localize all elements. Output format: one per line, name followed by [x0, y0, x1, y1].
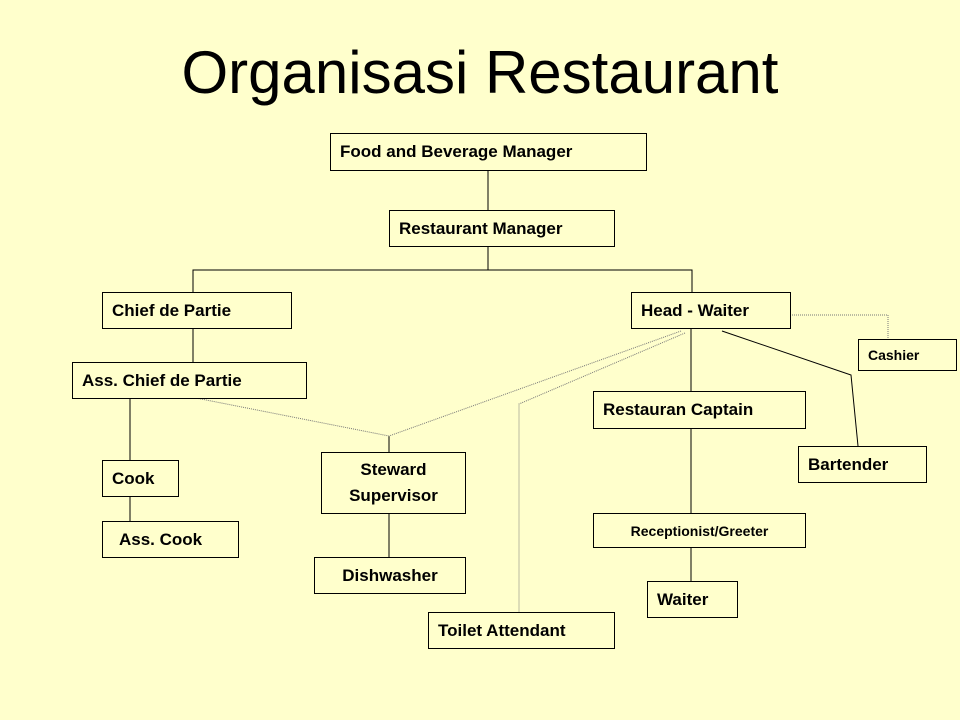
steward-line2: Supervisor [349, 486, 438, 505]
node-chief-de-partie: Chief de Partie [102, 292, 292, 329]
node-food-beverage-manager: Food and Beverage Manager [330, 133, 647, 171]
node-bartender: Bartender [798, 446, 927, 483]
node-head-waiter: Head - Waiter [631, 292, 791, 329]
node-cook: Cook [102, 460, 179, 497]
node-restauran-captain: Restauran Captain [593, 391, 806, 429]
node-waiter: Waiter [647, 581, 738, 618]
node-toilet-attendant: Toilet Attendant [428, 612, 615, 649]
node-steward-supervisor: Steward Supervisor [321, 452, 466, 514]
node-ass-chief-de-partie: Ass. Chief de Partie [72, 362, 307, 399]
node-restaurant-manager: Restaurant Manager [389, 210, 615, 247]
steward-line1: Steward [360, 460, 427, 479]
page-title: Organisasi Restaurant [181, 39, 779, 106]
node-dishwasher: Dishwasher [314, 557, 466, 594]
node-cashier: Cashier [858, 339, 957, 371]
node-receptionist-greeter: Receptionist/Greeter [593, 513, 806, 548]
node-ass-cook: Ass. Cook [102, 521, 239, 558]
